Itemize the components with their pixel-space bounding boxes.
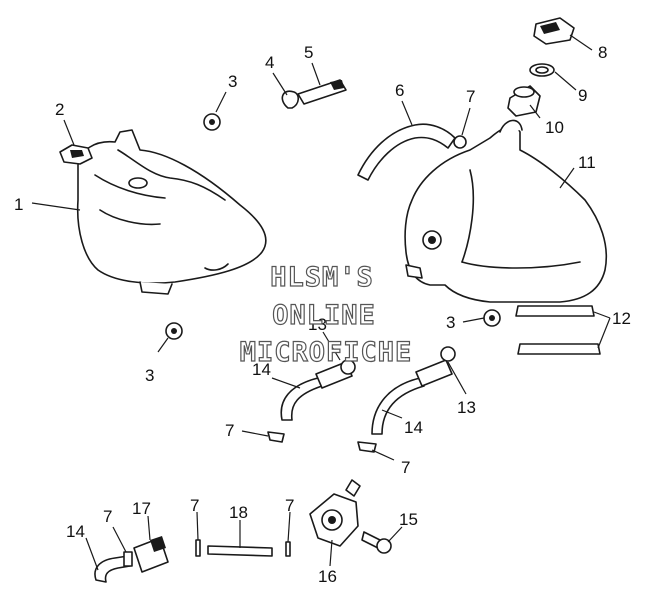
watermark: HLSM'S ONLINE MICROFICHE [239, 261, 413, 368]
callout-15: 15 [399, 510, 418, 529]
callout-labels: 1 2 3 4 5 6 7 8 9 10 11 3 12 13 3 14 13 … [14, 43, 631, 586]
callout-14: 14 [252, 360, 271, 379]
fuel-line-left [280, 359, 356, 421]
callout-6: 6 [395, 81, 404, 100]
callout-4: 4 [265, 53, 274, 72]
clamp-part-7-mid [267, 431, 285, 443]
callout-16: 16 [318, 567, 337, 586]
vent-hose [357, 123, 456, 181]
cap-gasket [529, 63, 555, 77]
callout-3: 3 [145, 366, 154, 385]
watermark-line-2: ONLINE [272, 300, 376, 331]
callout-17: 17 [132, 499, 151, 518]
leader-lines [31, 34, 611, 571]
tube-part-18 [207, 545, 273, 557]
clamp-part-7-bottom [123, 551, 133, 567]
fuel-line-right [371, 346, 456, 435]
callout-7: 7 [225, 421, 234, 440]
clip-part-4 [281, 90, 300, 109]
fuel-cap [533, 17, 575, 45]
fuel-tank-right [404, 119, 608, 303]
filter-part-17 [133, 536, 169, 573]
callout-7: 7 [401, 458, 410, 477]
callout-11: 11 [578, 153, 596, 172]
callout-14: 14 [404, 418, 423, 437]
callout-10: 10 [545, 118, 564, 137]
clip-part-7-b [285, 541, 291, 557]
callout-13: 13 [457, 398, 476, 417]
watermark-line-3: MICROFICHE [240, 337, 413, 368]
fuel-valve-part-16 [309, 479, 361, 547]
tube-part-5 [297, 79, 347, 105]
tank-cap-small [59, 144, 93, 165]
callout-14: 14 [66, 522, 85, 541]
grommet-right [483, 309, 501, 327]
grommet-top [203, 113, 221, 131]
callout-13: 13 [308, 315, 327, 334]
callout-2: 2 [55, 100, 64, 119]
clamp-part-7-top [453, 135, 467, 149]
clamp-part-7-right [357, 441, 377, 453]
callout-1: 1 [14, 195, 23, 214]
callout-7: 7 [466, 87, 475, 106]
callout-18: 18 [229, 503, 248, 522]
callout-3: 3 [446, 313, 455, 332]
grommet-left [165, 322, 183, 340]
callout-3: 3 [228, 72, 237, 91]
clip-part-7-a [195, 539, 201, 557]
callout-9: 9 [578, 86, 587, 105]
callout-7: 7 [103, 507, 112, 526]
fuel-tank-left [76, 129, 267, 295]
watermark-line-1: HLSM'S [270, 262, 374, 293]
callout-8: 8 [598, 43, 607, 62]
callout-7: 7 [285, 496, 294, 515]
callout-7: 7 [190, 496, 199, 515]
callout-5: 5 [304, 43, 313, 62]
callout-12: 12 [612, 309, 631, 328]
bolt-part-15 [361, 531, 392, 554]
decal-strips [515, 305, 601, 355]
